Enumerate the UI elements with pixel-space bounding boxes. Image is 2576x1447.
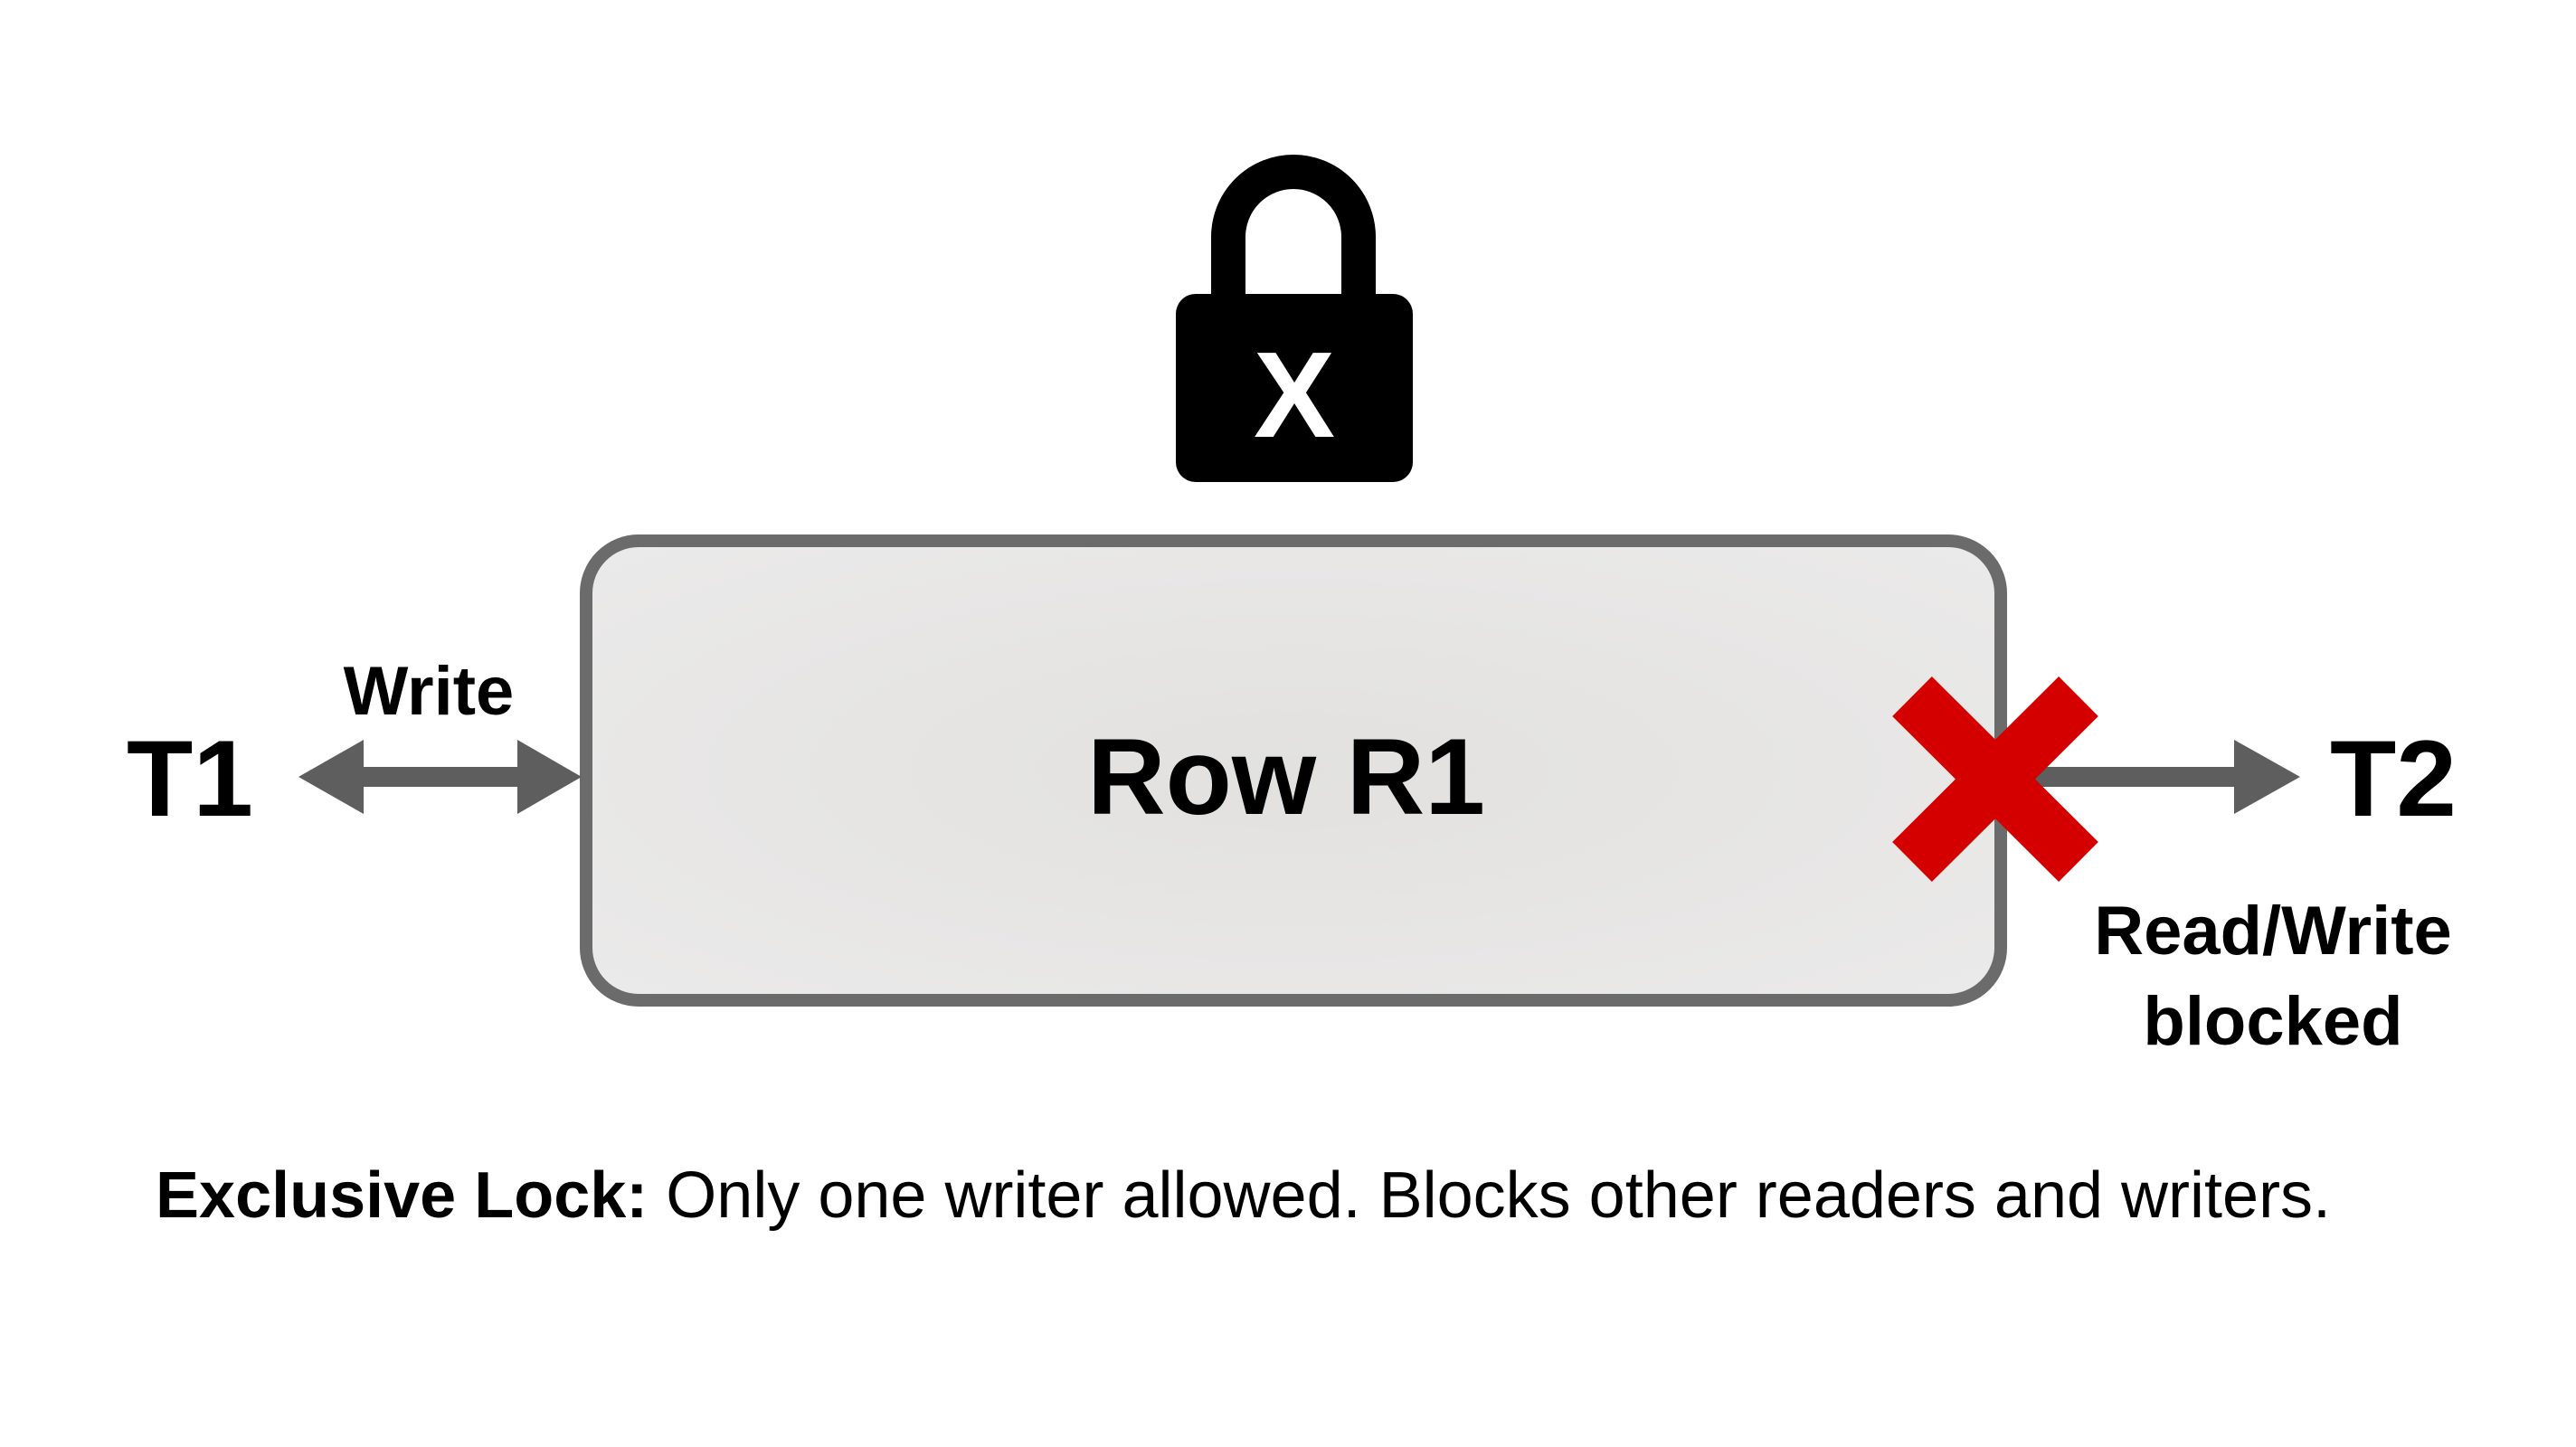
caption-title: Exclusive Lock: [156,1159,648,1232]
row-label: Row R1 [1087,716,1485,837]
t2-status-line1: Read/Write [2094,893,2452,969]
write-label: Write [344,653,515,730]
t2-status-line2: blocked [2143,983,2402,1060]
bidirectional-arrow-icon [298,740,582,814]
lock-type-letter: X [1254,326,1335,463]
t1-label: T1 [127,718,253,839]
t2-label: T2 [2330,718,2457,839]
blocked-x-icon [1892,676,2098,882]
caption: Exclusive Lock: Only one writer allowed.… [156,1159,2331,1232]
caption-text: Only one writer allowed. Blocks other re… [648,1159,2331,1232]
padlock-icon: X [1176,155,1413,482]
blocked-arrow-icon [2017,740,2300,814]
